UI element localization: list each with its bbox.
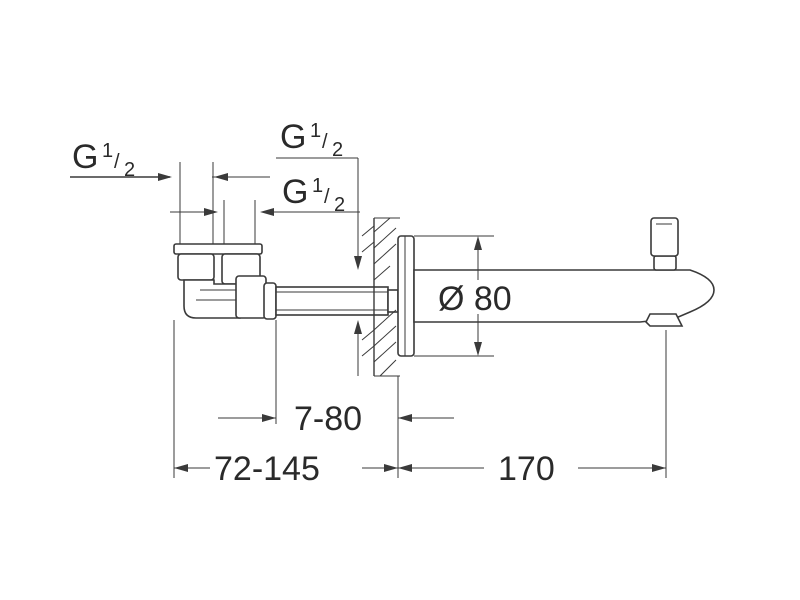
- thread-den: 2: [124, 159, 135, 181]
- wall-thickness-label: 7-80: [294, 400, 362, 438]
- thread-g-letter: G: [72, 138, 98, 176]
- diameter-label: Ø 80: [438, 280, 512, 318]
- valve-fitting: [173, 243, 277, 320]
- thread-g-letter: G: [282, 173, 308, 211]
- thread-slash: /: [324, 186, 330, 208]
- connecting-pipe: [275, 286, 399, 316]
- thread-den: 2: [332, 139, 343, 161]
- spout: [413, 217, 715, 327]
- thread-label-middle: G 1 / 2: [282, 173, 345, 216]
- wall-section: [361, 217, 400, 377]
- wall-thickness-dimension: 7-80: [218, 400, 454, 438]
- mount-depth-label: 72-145: [214, 450, 320, 488]
- spout-length-label: 170: [498, 450, 555, 488]
- thread-g-letter: G: [280, 118, 306, 156]
- thread-den: 2: [334, 194, 345, 216]
- mount-depth-dimension: 72-145: [174, 450, 398, 488]
- thread-num: 1: [102, 140, 113, 162]
- thread-num: 1: [312, 175, 323, 197]
- thread-num: 1: [310, 120, 321, 142]
- spout-length-dimension: 170: [398, 450, 666, 488]
- wall-rosette: [397, 235, 415, 357]
- diameter-dimension: Ø 80: [414, 235, 512, 357]
- thread-slash: /: [114, 151, 120, 173]
- thread-label-left: G 1 / 2: [72, 138, 135, 181]
- thread-slash: /: [322, 131, 328, 153]
- thread-label-top: G 1 / 2: [280, 118, 343, 161]
